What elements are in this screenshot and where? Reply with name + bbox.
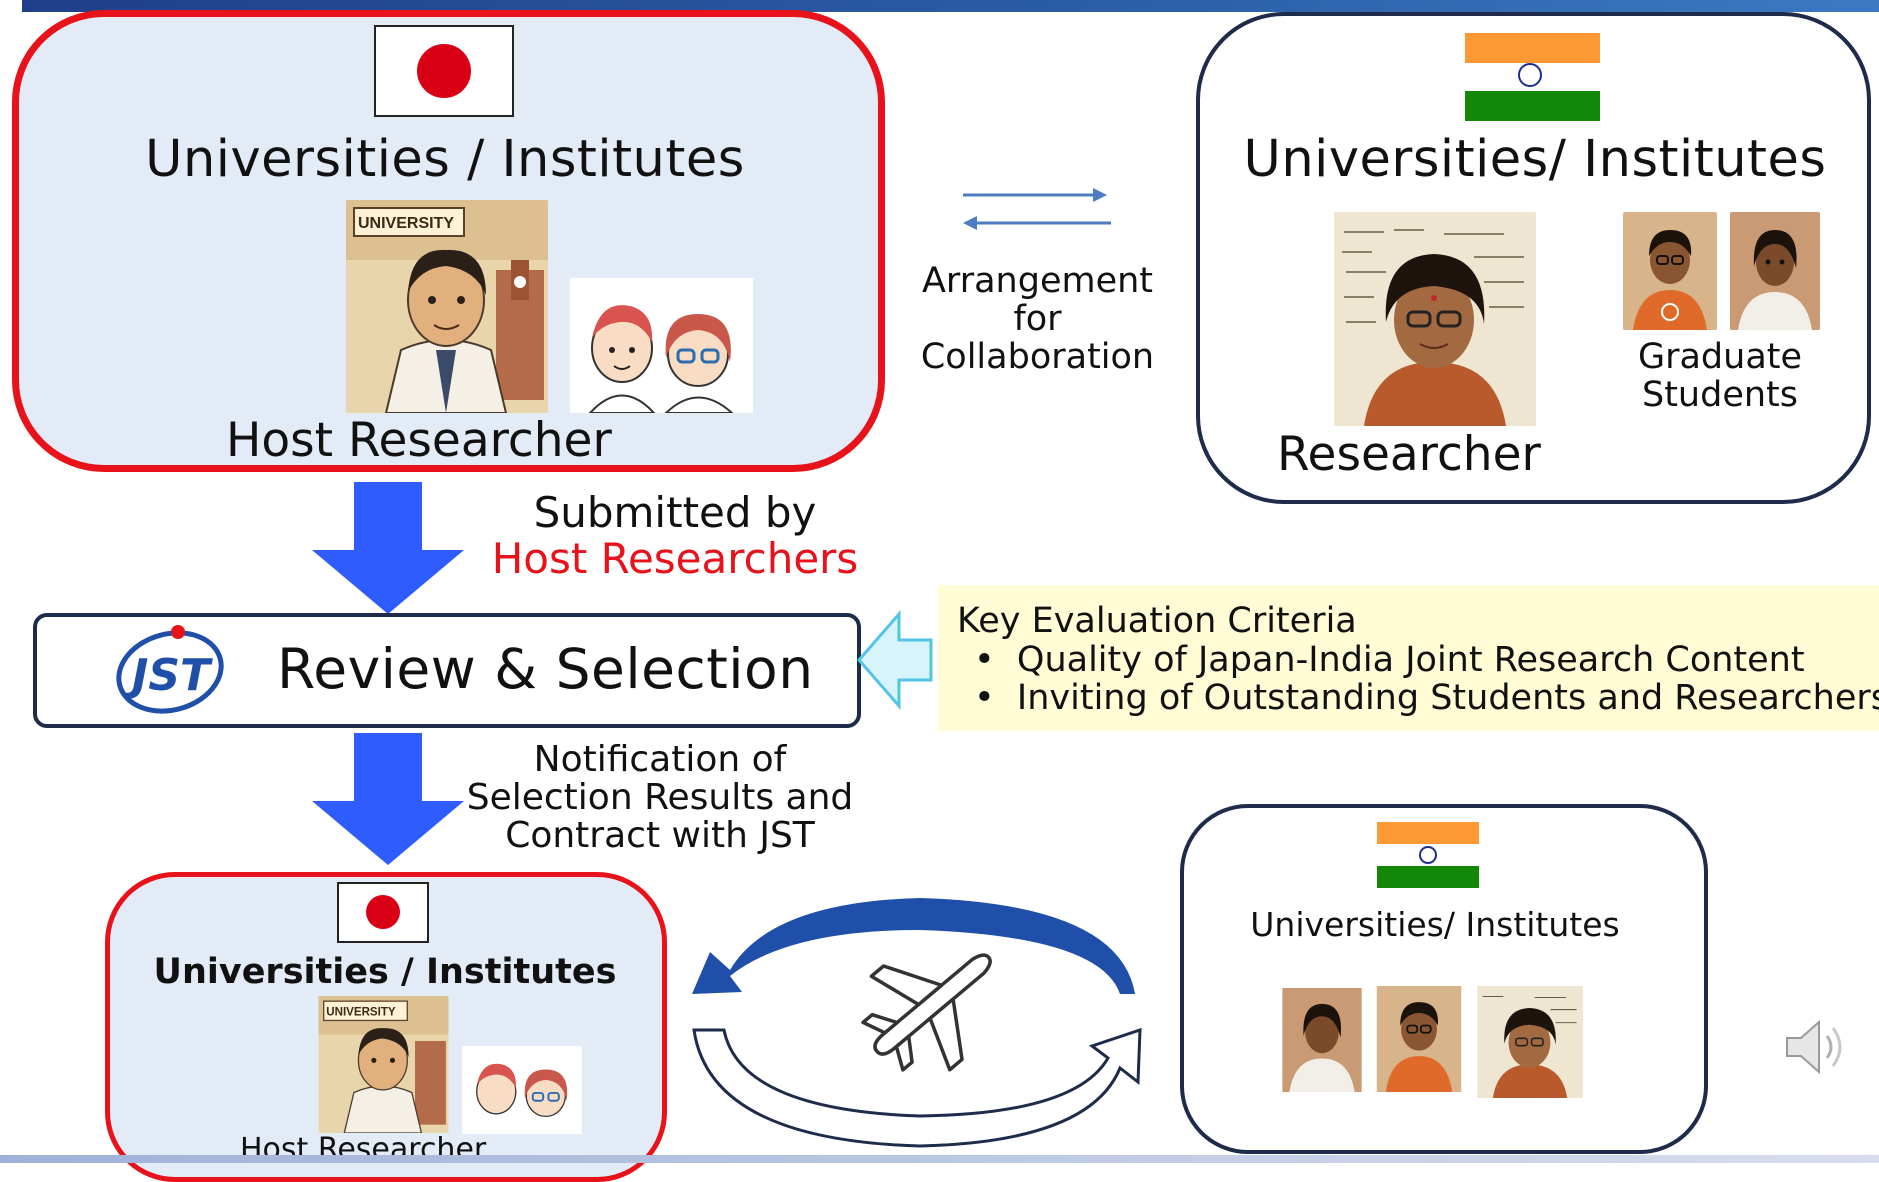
japan-flag-icon xyxy=(374,25,514,117)
student-male-portrait-small xyxy=(1376,986,1462,1092)
jst-logo-icon: JST xyxy=(116,625,224,714)
japan-flag-icon xyxy=(337,882,429,943)
indian-researcher-portrait xyxy=(1334,212,1536,426)
india-institutes-title: Universities/ Institutes xyxy=(1243,130,1827,189)
submitted-by-text: Submitted by Host Researchers xyxy=(491,488,859,583)
host-researcher-caption: Host Researcher xyxy=(226,413,612,468)
down-arrow-notification xyxy=(312,733,464,865)
down-arrow-submission xyxy=(312,482,464,614)
criteria-item-2: • Inviting of Outstanding Students and R… xyxy=(974,678,1879,718)
japan-institutes-title: Universities / Institutes xyxy=(145,130,745,189)
graduate-student-female-portrait xyxy=(1730,212,1820,330)
host-team-illustration-small xyxy=(462,1046,582,1134)
india-flag-icon xyxy=(1377,822,1479,888)
arrangement-text: Arrangement for Collaboration xyxy=(920,261,1155,377)
university-sign-text-small: UNIVERSITY xyxy=(326,1006,396,1018)
india-flag-icon xyxy=(1465,33,1600,121)
criteria-input-arrow xyxy=(857,609,933,711)
host-researcher-portrait: UNIVERSITY xyxy=(346,200,548,413)
researcher-portrait-small xyxy=(1477,986,1583,1098)
airplane-icon xyxy=(861,953,992,1072)
svg-text:JST: JST xyxy=(124,650,213,701)
criteria-item-1: • Quality of Japan-India Joint Research … xyxy=(974,640,1805,680)
bottom-banner xyxy=(0,1155,1879,1163)
evaluation-criteria-panel xyxy=(938,585,1879,731)
researcher-caption: Researcher xyxy=(1277,427,1541,482)
speaker-icon[interactable] xyxy=(1783,1016,1853,1078)
india-institutes-title-bottom: Universities/ Institutes xyxy=(1250,905,1620,944)
japan-institutes-title-bottom: Universities / Institutes xyxy=(153,952,617,992)
notification-text: Notification of Selection Results and Co… xyxy=(466,739,854,856)
criteria-heading: Key Evaluation Criteria xyxy=(957,601,1357,641)
university-sign-text: UNIVERSITY xyxy=(358,215,454,232)
graduate-students-caption: Graduate Students xyxy=(1637,337,1803,415)
host-researcher-portrait-small: UNIVERSITY xyxy=(318,996,449,1133)
student-female-portrait-small xyxy=(1282,988,1362,1092)
top-banner xyxy=(22,0,1879,12)
host-team-illustration xyxy=(570,278,753,413)
exchange-cycle-arrows xyxy=(692,898,1142,1148)
review-selection-title: Review & Selection xyxy=(277,637,814,701)
graduate-student-male-portrait xyxy=(1623,212,1717,330)
exchange-arrows-icon xyxy=(963,188,1111,230)
